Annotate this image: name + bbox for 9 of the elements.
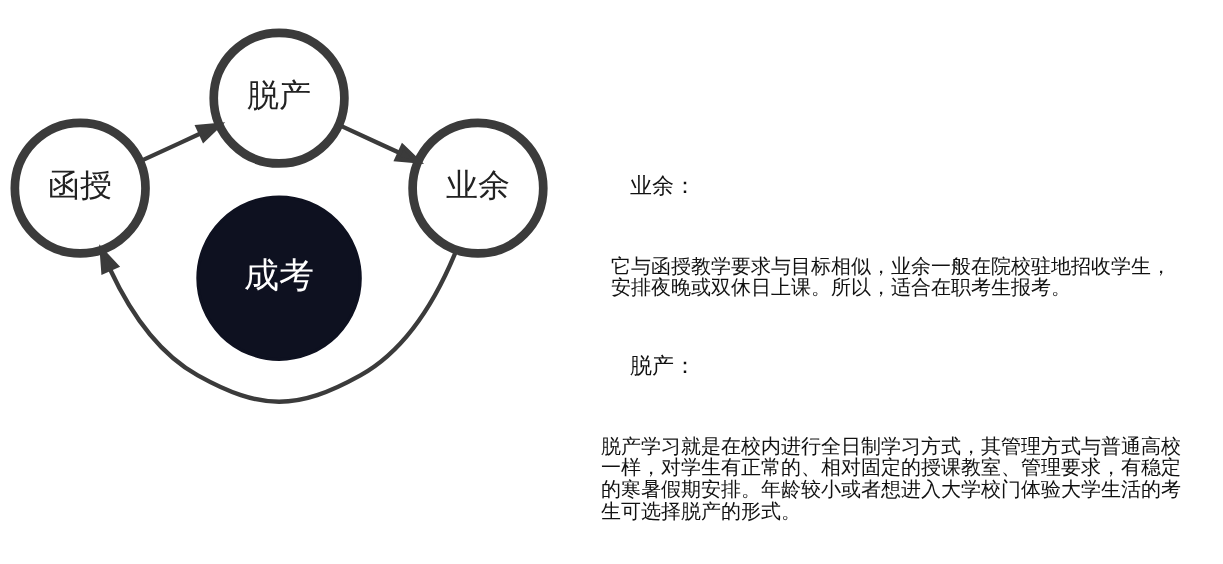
- node-circle: 脱产: [209, 27, 349, 168]
- node-circle: 业余: [408, 117, 548, 258]
- label: 它与函授教学要求与目标相似，业余一般在院校驻地招收学生，安排夜晚或双休日上课。所以，适合在职考生报考。: [611, 254, 1172, 298]
- label: 脱产学习就是在校内进行全日制学习方式，其管理方式与普通高校一样，对学生有正常的、相对固定的授课教室、管理要求，有稳定的寒暑假期安排。年龄较小或者想进入大学校门体验大学生活的考生可选择脱产的形式。: [601, 434, 1182, 522]
- arrow: [99, 243, 459, 404]
- label: 业余：: [630, 172, 697, 198]
- label: 脱产：: [630, 352, 697, 378]
- node-circle: 成考: [196, 194, 362, 361]
- node-circle: 函授: [10, 117, 150, 258]
